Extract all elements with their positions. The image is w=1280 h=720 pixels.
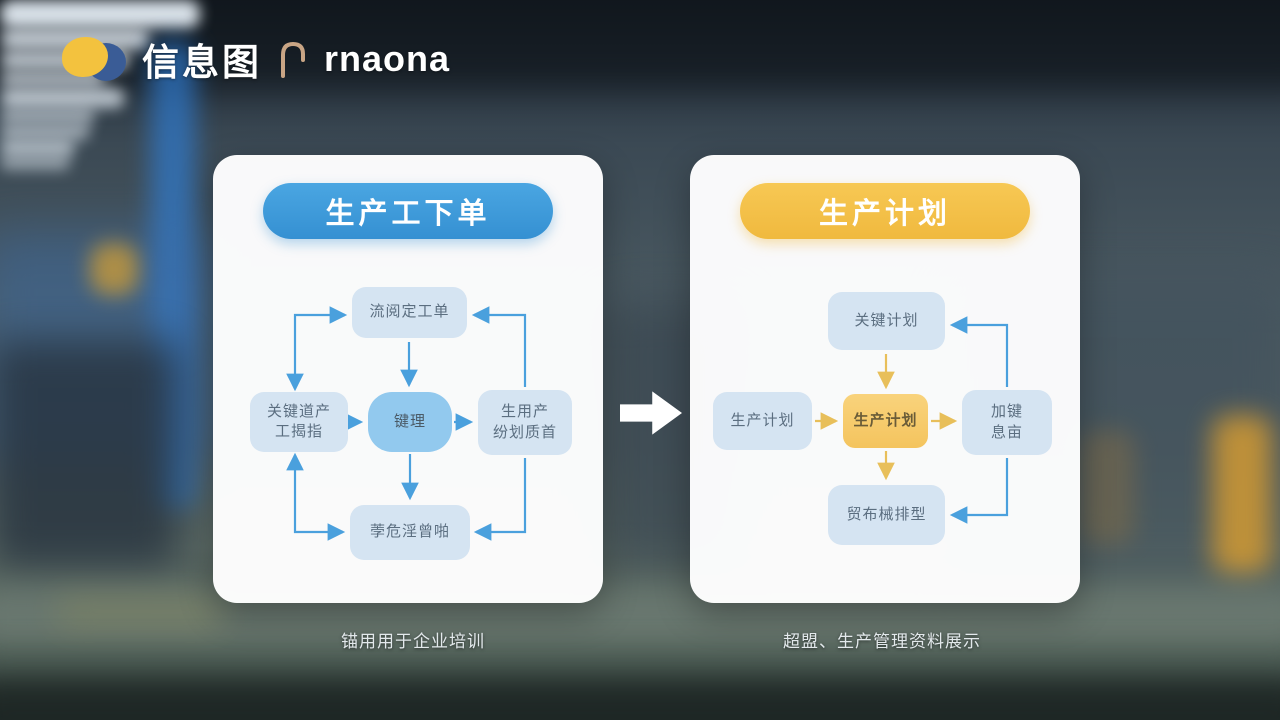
logo-yellow-circle xyxy=(62,37,108,77)
bg-machinery-left-dark xyxy=(0,340,180,570)
node-text: 工揭指 xyxy=(274,423,323,440)
node-scheduling: 贸布械排型 xyxy=(828,485,945,545)
ceiling-light xyxy=(0,108,95,124)
node-info-right: 加键 息亩 xyxy=(962,390,1052,455)
node-text: 生用产 xyxy=(500,403,549,421)
connector-left-top-loop xyxy=(286,306,348,392)
connector-left-bottom-loop xyxy=(286,452,346,541)
node-key-plan: 关键计划 xyxy=(828,292,945,350)
node-bottom-manage: 荸危淫曾啪 xyxy=(350,505,470,560)
ceiling-light xyxy=(0,124,90,140)
bg-crates-right xyxy=(1080,430,1135,545)
right-panel-title-text: 生产计划 xyxy=(818,198,951,230)
left-flow-connectors xyxy=(286,306,527,541)
brand-suffix-text: rnaona xyxy=(324,38,451,79)
ceiling-light xyxy=(0,0,200,28)
logo-circles-icon xyxy=(62,35,128,83)
ceiling-light xyxy=(0,156,70,170)
node-text: 关键计划 xyxy=(854,311,919,329)
node-text: 生产计划 xyxy=(730,411,795,429)
bg-yellow-accent-left xyxy=(90,243,138,295)
connector-right-top-loop xyxy=(471,306,527,387)
ceiling-light xyxy=(0,88,125,108)
connector-right-to-top xyxy=(949,316,1009,387)
node-key-production: 关键道产 工揭指 xyxy=(250,392,348,452)
bg-floor-marks xyxy=(55,598,225,626)
node-manage-center: 键理 xyxy=(368,392,452,452)
bg-yellow-accent-right xyxy=(1212,415,1272,575)
node-production-plan-center: 生产计划 xyxy=(843,394,928,448)
caption-left: 锚用用于企业培训 xyxy=(341,632,485,651)
right-flow-connectors xyxy=(815,316,1009,524)
node-text: 生产计划 xyxy=(853,411,918,429)
panel-production-order: 生产工下单 流阅定工单 关键道产 工揭指 键理 生用产 纷划质首 荸危淫曾啪 xyxy=(213,155,603,603)
node-production-plan-left: 生产计划 xyxy=(713,392,812,450)
bg-floor-dark xyxy=(0,678,1280,720)
node-production-use: 生用产 纷划质首 xyxy=(478,390,572,455)
ceiling-light xyxy=(0,140,75,156)
right-panel-title: 生产计划 xyxy=(740,183,1030,239)
node-work-order: 流阅定工单 xyxy=(352,287,467,338)
node-text: 流阅定工单 xyxy=(369,303,450,321)
connector-right-to-bottom xyxy=(949,458,1009,524)
left-panel-title: 生产工下单 xyxy=(263,183,553,239)
caption-right: 超盟、生产管理资料展示 xyxy=(783,632,981,651)
node-text: 荸危淫曾啪 xyxy=(369,523,450,541)
panel-production-plan: 生产计划 关键计划 生产计划 生产计划 加键 息亩 贸布械排型 xyxy=(690,155,1080,603)
left-panel-title-text: 生产工下单 xyxy=(325,198,491,230)
node-text: 息亩 xyxy=(990,423,1023,441)
node-text: 键理 xyxy=(393,412,426,430)
node-text: 贸布械排型 xyxy=(846,505,927,523)
connector-right-bottom-loop xyxy=(473,458,527,541)
logo: 信息图 rnaona xyxy=(62,32,450,86)
bg-ceiling-shadow xyxy=(0,0,1280,90)
node-text: 加键 xyxy=(990,403,1023,421)
brand-text: 信息图 xyxy=(142,42,262,83)
bg-floor-stripe xyxy=(0,652,1280,682)
node-text: 纷划质首 xyxy=(492,423,557,441)
arch-glyph-icon xyxy=(281,41,305,78)
node-text: 关键道产 xyxy=(266,402,331,420)
